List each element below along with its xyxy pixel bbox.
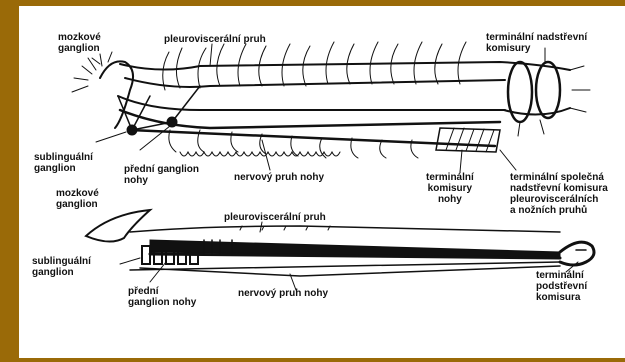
label-top-pleuroviscerální-pruh: pleuroviscerální pruh	[164, 34, 266, 45]
label-bottom-sublingualni-ganglion: sublinguální ganglion	[32, 256, 91, 278]
label-top-predni-ganglion-nohy: přední ganglion nohy	[124, 164, 199, 186]
label-top-terminalni-nadstrevni-komisury: terminální nadstřevní komisury	[486, 32, 587, 54]
label-bottom-pleuroviscerální-pruh: pleuroviscerální pruh	[224, 212, 326, 223]
label-bottom-predni-ganglion-nohy: přední ganglion nohy	[128, 286, 196, 308]
label-top-terminalni-komisury-nohy: terminální komisury nohy	[426, 172, 474, 205]
label-top-mozkove-ganglion: mozkové ganglion	[58, 32, 101, 54]
label-top-terminalni-spolecna-komisura: terminální společná nadstřevní komisura …	[510, 172, 608, 216]
label-top-sublingualni-ganglion: sublinguální ganglion	[34, 152, 93, 174]
top-nervous-system-figure	[72, 42, 590, 172]
label-bottom-terminalni-podstrevni-komisura: terminální podstřevní komisura	[536, 270, 587, 303]
label-bottom-nervovy-pruh-nohy: nervový pruh nohy	[238, 288, 328, 299]
label-top-nervovy-pruh-nohy: nervový pruh nohy	[234, 172, 324, 183]
bottom-nervous-system-figure	[86, 210, 594, 290]
label-bottom-mozkove-ganglion: mozkové ganglion	[56, 188, 99, 210]
